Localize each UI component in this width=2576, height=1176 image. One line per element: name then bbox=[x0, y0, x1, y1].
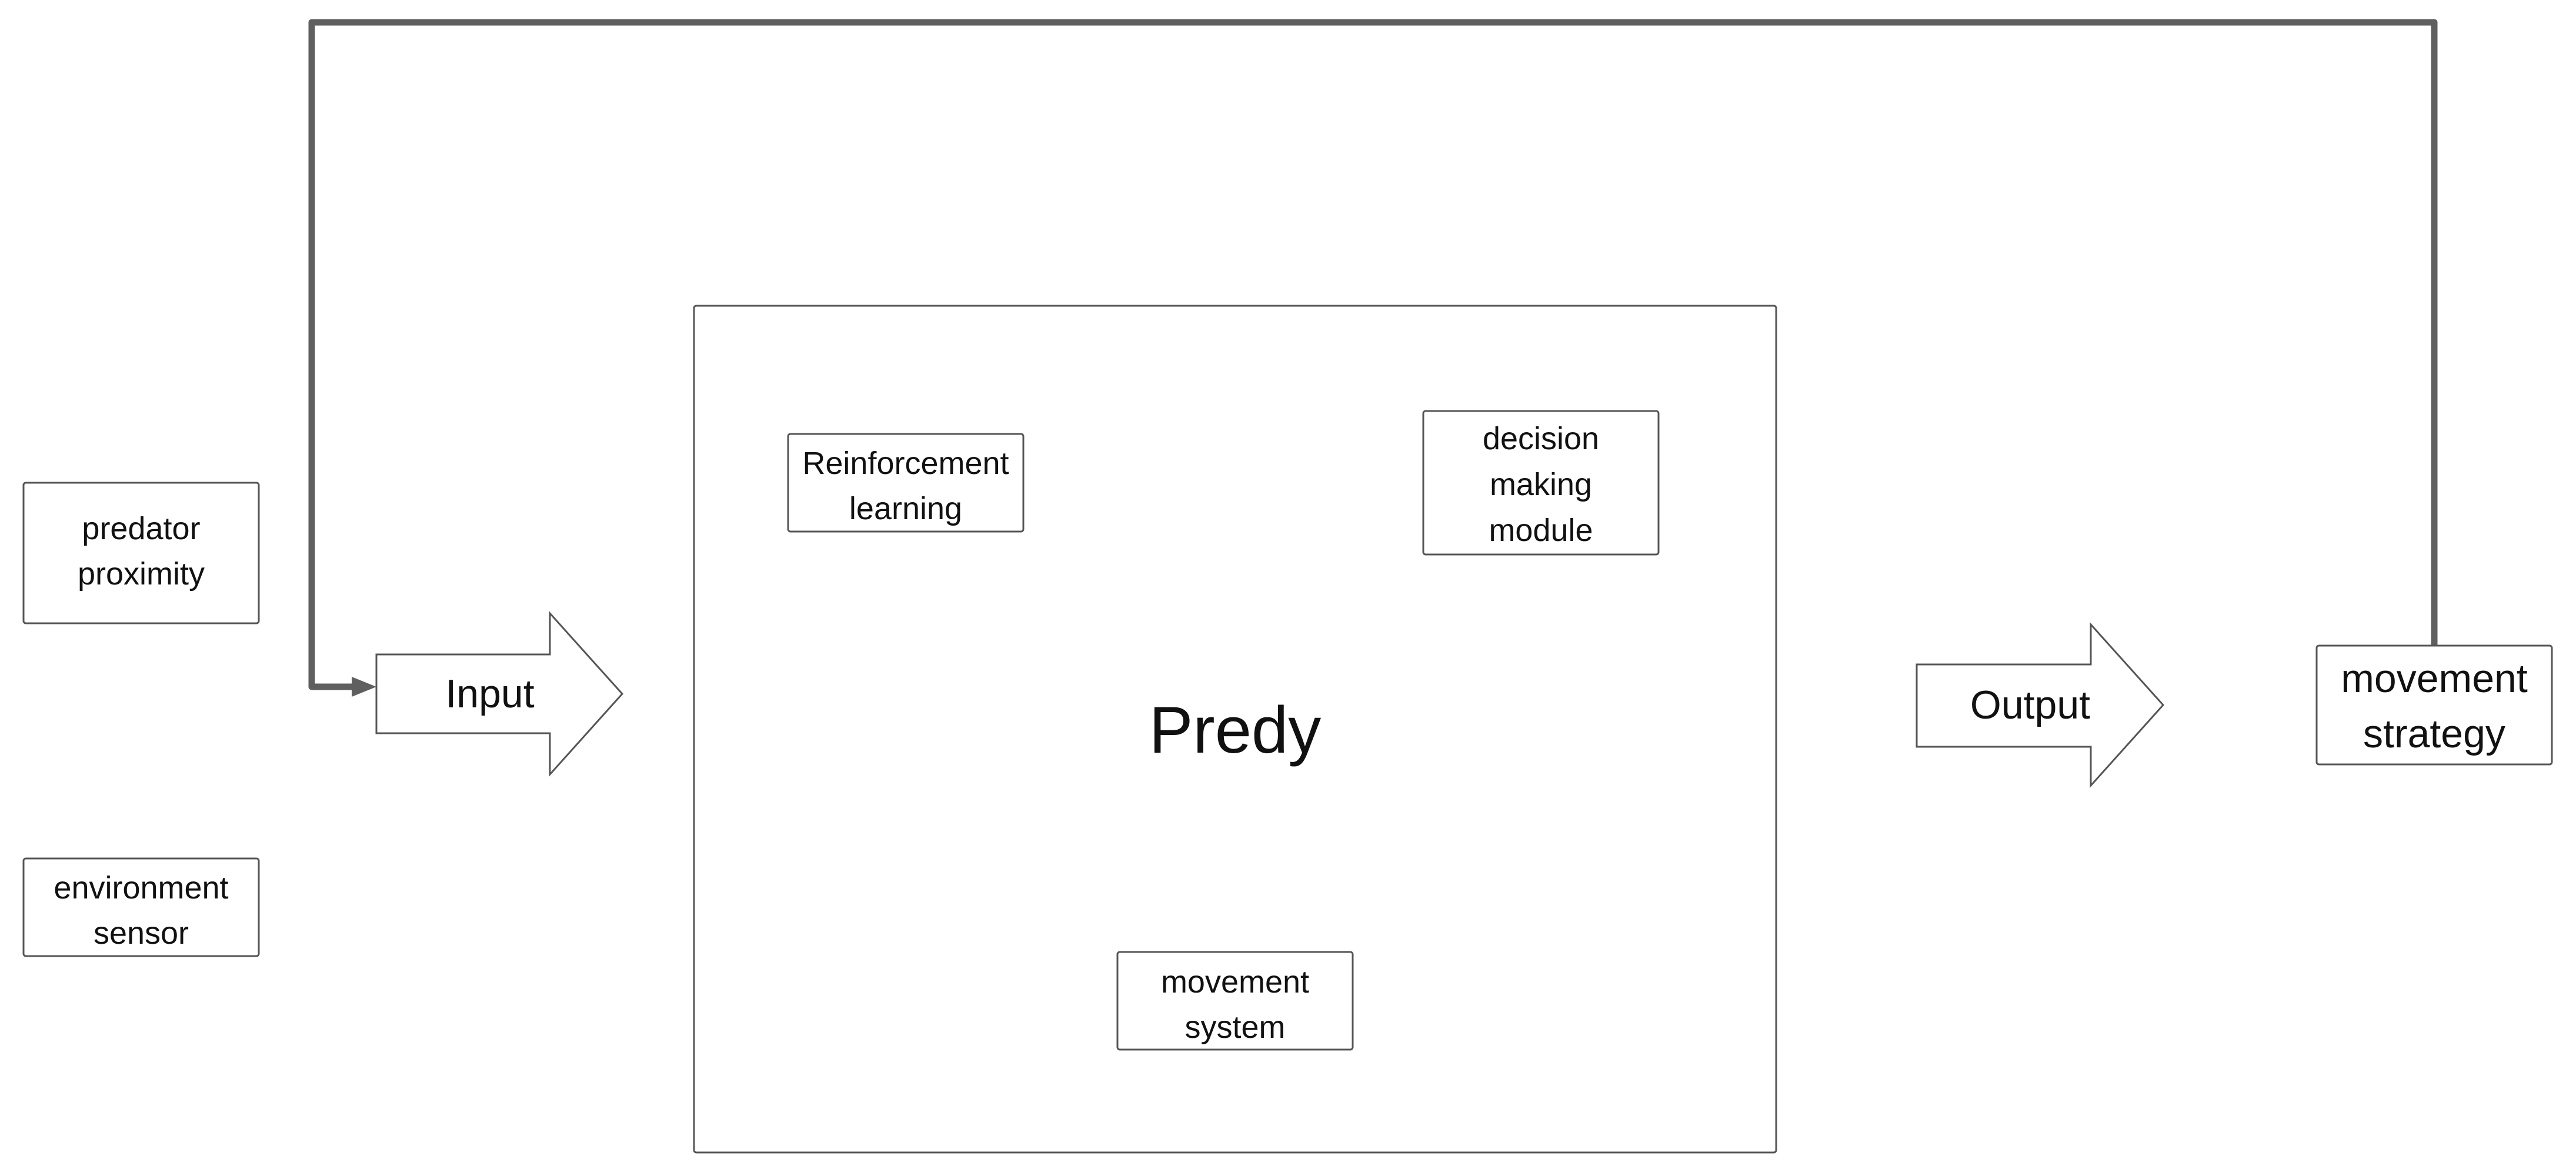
reinforcement-learning-box: Reinforcement learning bbox=[787, 433, 1025, 533]
environment-sensor-label-line-2: sensor bbox=[94, 916, 189, 951]
environment-sensor-label-line-1: environment bbox=[54, 870, 228, 906]
decision-making-label-line-1: decision bbox=[1483, 421, 1599, 456]
predator-proximity-label-line-1: predator bbox=[82, 511, 200, 546]
decision-making-label-line-3: module bbox=[1489, 513, 1593, 548]
input-arrow: Input bbox=[375, 611, 624, 777]
movement-strategy-box: movement strategy bbox=[2315, 644, 2553, 766]
output-arrow-label: Output bbox=[1970, 683, 2090, 727]
predator-proximity-box: predator proximity bbox=[22, 482, 260, 624]
reinforcement-learning-label-line-2: learning bbox=[849, 491, 962, 526]
predy-title: Predy bbox=[1149, 693, 1322, 767]
movement-strategy-label-line-2: strategy bbox=[2363, 711, 2505, 756]
environment-sensor-box: environment sensor bbox=[22, 857, 260, 957]
movement-system-label-line-2: system bbox=[1184, 1010, 1285, 1045]
movement-system-label-line-1: movement bbox=[1161, 964, 1309, 1000]
output-arrow: Output bbox=[1916, 622, 2165, 788]
predator-proximity-label-line-2: proximity bbox=[78, 556, 205, 592]
feedback-arrowhead bbox=[352, 677, 376, 697]
reinforcement-learning-label-line-1: Reinforcement bbox=[802, 446, 1009, 481]
input-arrow-label: Input bbox=[445, 671, 534, 716]
decision-making-module-box: decision making module bbox=[1422, 410, 1660, 556]
feedback-loop-arrow bbox=[308, 19, 2438, 697]
decision-making-label-line-2: making bbox=[1490, 467, 1592, 502]
movement-system-box: movement system bbox=[1116, 951, 1354, 1051]
movement-strategy-label-line-1: movement bbox=[2341, 656, 2528, 701]
